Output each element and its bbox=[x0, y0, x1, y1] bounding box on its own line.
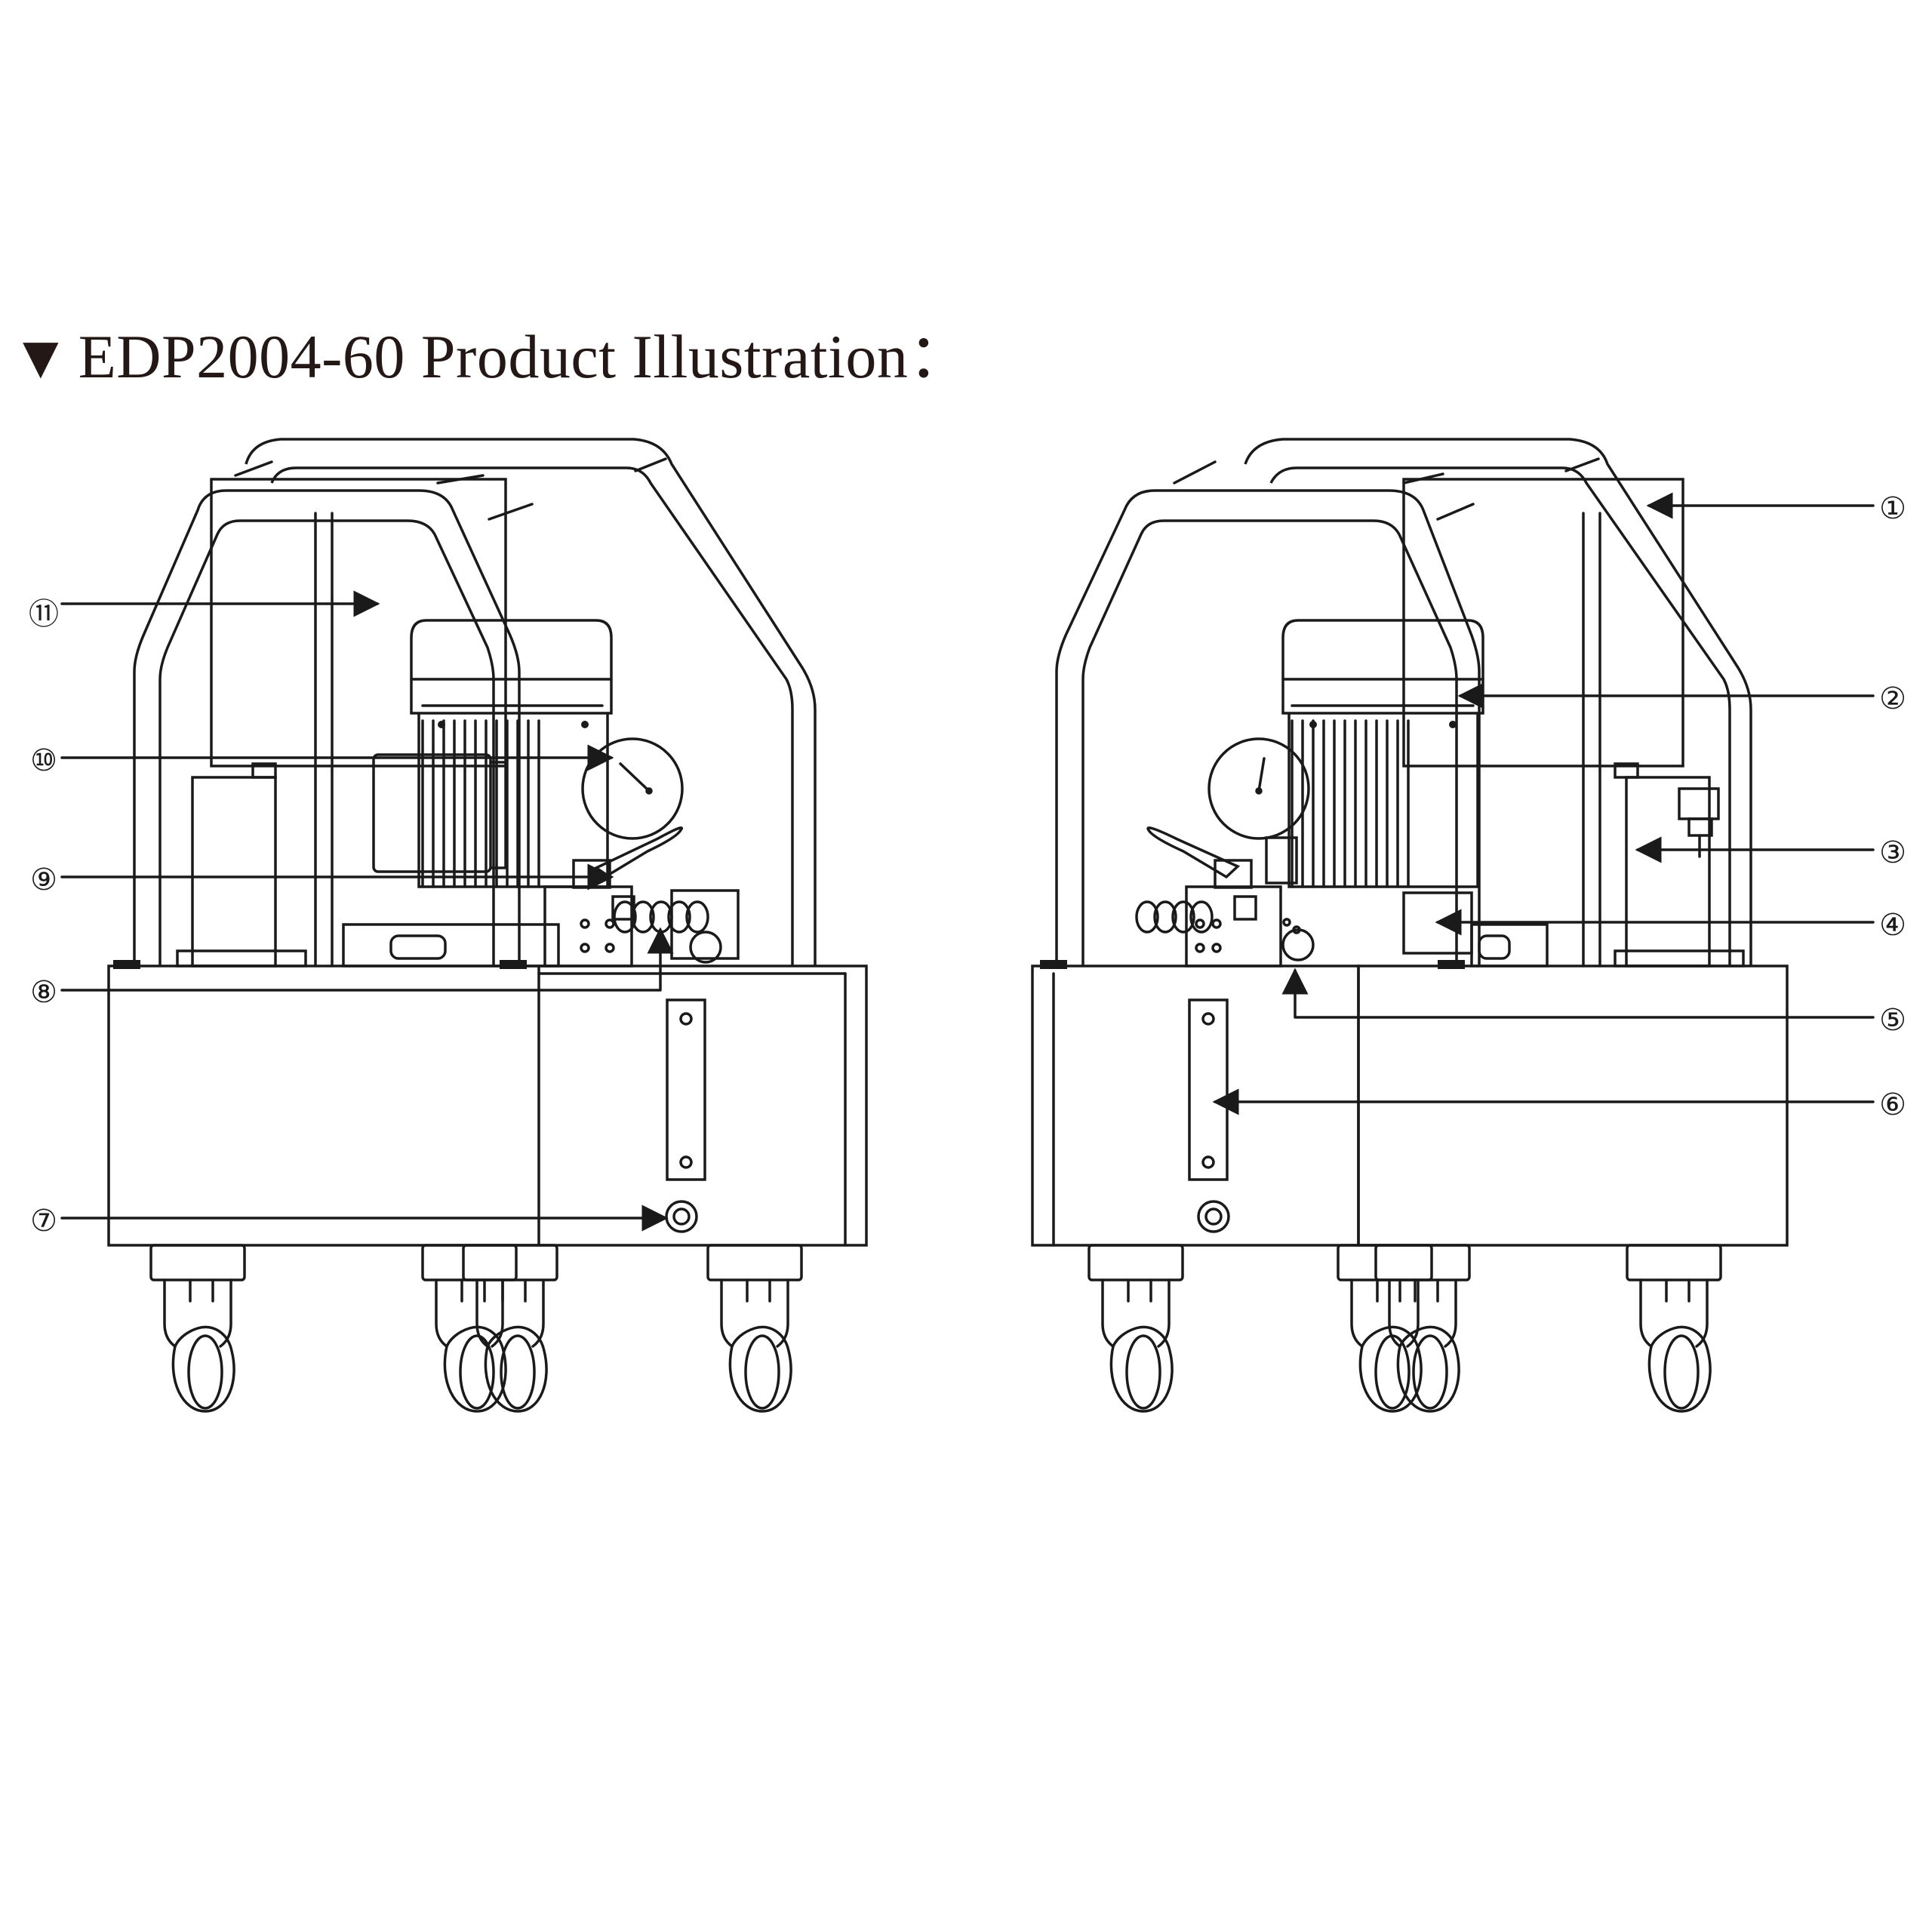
page-title: EDP2004-60 Product Illustration： bbox=[78, 322, 971, 391]
callout-label-5: ⑤ bbox=[1879, 1003, 1906, 1038]
callouts-right: ① ② ③ ④ ⑤ ⑥ bbox=[1212, 491, 1906, 1122]
callout-7: ⑦ bbox=[30, 1204, 669, 1238]
fuel-tank-right bbox=[1625, 776, 1711, 968]
backplate-left bbox=[210, 478, 507, 768]
callout-2: ② bbox=[1457, 681, 1906, 716]
motor-right bbox=[1281, 619, 1484, 888]
sight-glass-right bbox=[1188, 998, 1229, 1181]
callout-label-11: ⑪ bbox=[29, 597, 59, 632]
callout-label-10: ⑩ bbox=[30, 743, 57, 778]
sight-glass-left bbox=[666, 998, 706, 1181]
callout-label-1: ① bbox=[1879, 491, 1906, 526]
motor-left bbox=[410, 619, 613, 888]
callout-4: ④ bbox=[1435, 908, 1906, 943]
triangle-marker-icon: ▼ bbox=[23, 329, 59, 384]
callout-9: ⑨ bbox=[30, 863, 614, 897]
callout-label-7: ⑦ bbox=[30, 1204, 57, 1238]
relief-knob-right bbox=[1281, 928, 1315, 961]
callout-label-6: ⑥ bbox=[1879, 1088, 1906, 1122]
pressure-gauge-left bbox=[581, 737, 684, 840]
solenoid-block-left bbox=[191, 776, 277, 968]
callout-label-8: ⑧ bbox=[30, 975, 57, 1010]
left-view bbox=[107, 438, 868, 1413]
junction-box-left bbox=[372, 753, 492, 873]
callout-10: ⑩ bbox=[30, 743, 614, 778]
tank-side-right bbox=[1031, 964, 1360, 1247]
callout-6: ⑥ bbox=[1212, 1088, 1906, 1122]
backplate-right bbox=[1402, 478, 1684, 768]
callout-11: ⑪ bbox=[29, 590, 380, 632]
callouts-left: ⑪ ⑩ ⑨ ⑧ ⑦ bbox=[29, 590, 674, 1238]
right-view bbox=[1031, 438, 1789, 1413]
quick-couplers-right bbox=[1135, 895, 1257, 934]
callout-label-2: ② bbox=[1879, 681, 1906, 716]
drain-plug-left bbox=[665, 1200, 698, 1233]
callout-1: ① bbox=[1646, 491, 1906, 526]
callout-5: ⑤ bbox=[1281, 968, 1906, 1038]
callout-label-3: ③ bbox=[1879, 835, 1906, 870]
drain-plug-right bbox=[1197, 1200, 1230, 1233]
pressure-gauge-right bbox=[1208, 737, 1310, 840]
page-heading: ▼ EDP2004-60 Product Illustration： bbox=[23, 315, 971, 398]
callout-3: ③ bbox=[1635, 835, 1906, 870]
tank-front-right bbox=[1357, 964, 1789, 1247]
callout-8: ⑧ bbox=[30, 927, 674, 1010]
tank-front-left bbox=[107, 964, 540, 1247]
callout-label-9: ⑨ bbox=[30, 863, 57, 897]
callout-label-4: ④ bbox=[1879, 908, 1906, 943]
